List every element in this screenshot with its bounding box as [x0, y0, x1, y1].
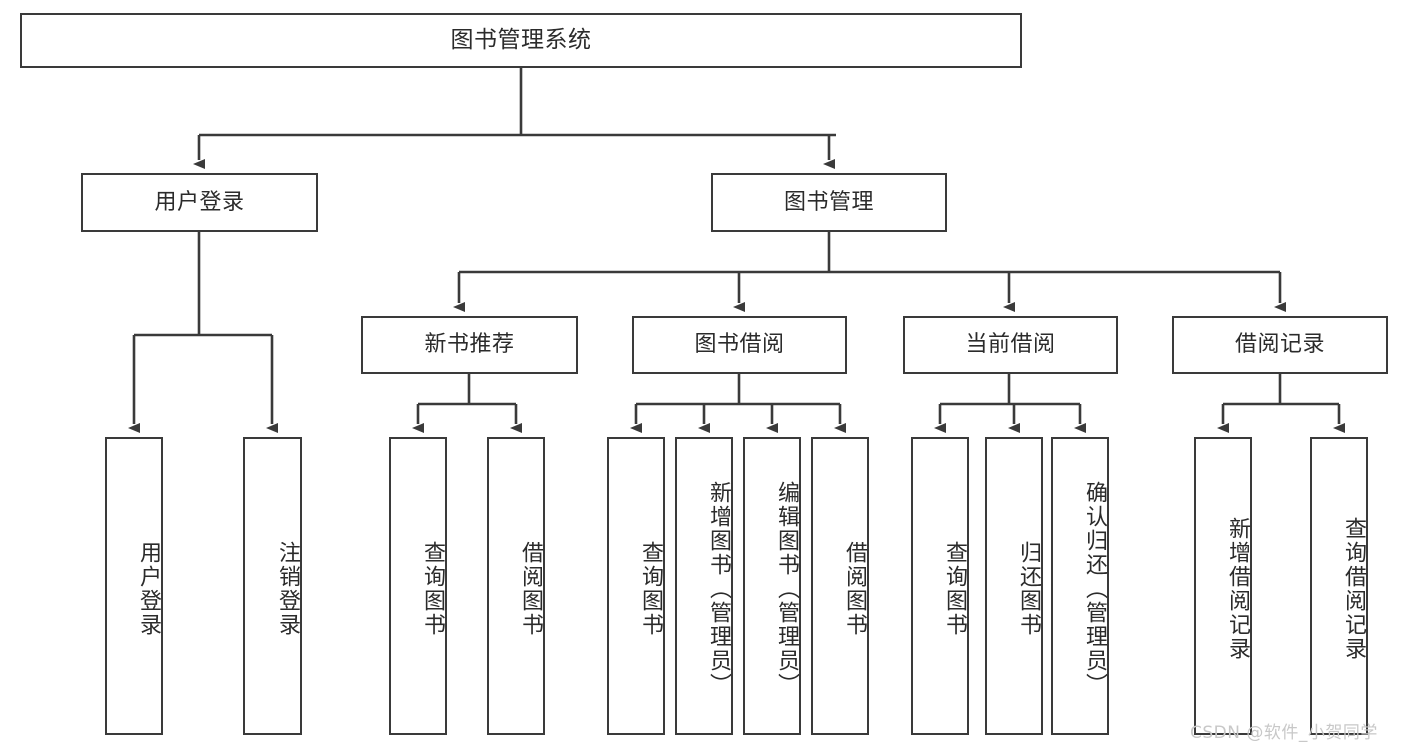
node-label: 编辑图书（管理员）	[774, 481, 799, 697]
csdn-watermark: CSDN @软件_小贺同学	[1190, 723, 1378, 743]
node-book-manage[interactable]: 图书管理	[711, 173, 947, 232]
node-leaf-query-book-2[interactable]: 查询图书	[607, 437, 665, 735]
node-leaf-borrow-book-1[interactable]: 借阅图书	[487, 437, 545, 735]
node-label: 归还图书	[1016, 541, 1041, 637]
node-leaf-borrow-book-2[interactable]: 借阅图书	[811, 437, 869, 735]
node-label: 查询图书	[420, 541, 445, 637]
node-leaf-add-book[interactable]: 新增图书（管理员）	[675, 437, 733, 735]
node-label: 借阅记录	[1234, 332, 1325, 358]
node-label: 查询借阅记录	[1341, 517, 1366, 661]
node-label: 用户登录	[136, 541, 161, 637]
node-leaf-query-record[interactable]: 查询借阅记录	[1310, 437, 1368, 735]
node-label: 用户登录	[154, 189, 245, 215]
node-label: 新书推荐	[424, 332, 515, 358]
node-new-book-recommend[interactable]: 新书推荐	[361, 316, 578, 374]
node-label: 当前借阅	[965, 332, 1056, 358]
node-leaf-add-record[interactable]: 新增借阅记录	[1194, 437, 1252, 735]
node-user-login[interactable]: 用户登录	[81, 173, 318, 232]
node-label: 查询图书	[638, 541, 663, 637]
node-label: 图书管理	[783, 189, 874, 215]
node-label: 借阅图书	[518, 541, 543, 637]
node-label: 查询图书	[942, 541, 967, 637]
node-leaf-confirm-return[interactable]: 确认归还（管理员）	[1051, 437, 1109, 735]
node-current-borrow[interactable]: 当前借阅	[903, 316, 1118, 374]
node-leaf-return-book[interactable]: 归还图书	[985, 437, 1043, 735]
node-book-borrow[interactable]: 图书借阅	[632, 316, 847, 374]
node-leaf-query-book-1[interactable]: 查询图书	[389, 437, 447, 735]
node-label: 借阅图书	[842, 541, 867, 637]
node-leaf-edit-book[interactable]: 编辑图书（管理员）	[743, 437, 801, 735]
node-label: 新增借阅记录	[1225, 517, 1250, 661]
node-label: 新增图书（管理员）	[706, 481, 731, 697]
node-label: 注销登录	[275, 541, 300, 637]
node-leaf-user-logout[interactable]: 注销登录	[243, 437, 302, 735]
node-leaf-query-book-3[interactable]: 查询图书	[911, 437, 969, 735]
node-leaf-user-login[interactable]: 用户登录	[105, 437, 163, 735]
node-root-system[interactable]: 图书管理系统	[20, 13, 1022, 68]
node-borrow-record[interactable]: 借阅记录	[1172, 316, 1388, 374]
node-label: 图书管理系统	[450, 26, 592, 53]
node-label: 图书借阅	[694, 332, 785, 358]
node-label: 确认归还（管理员）	[1082, 481, 1107, 697]
